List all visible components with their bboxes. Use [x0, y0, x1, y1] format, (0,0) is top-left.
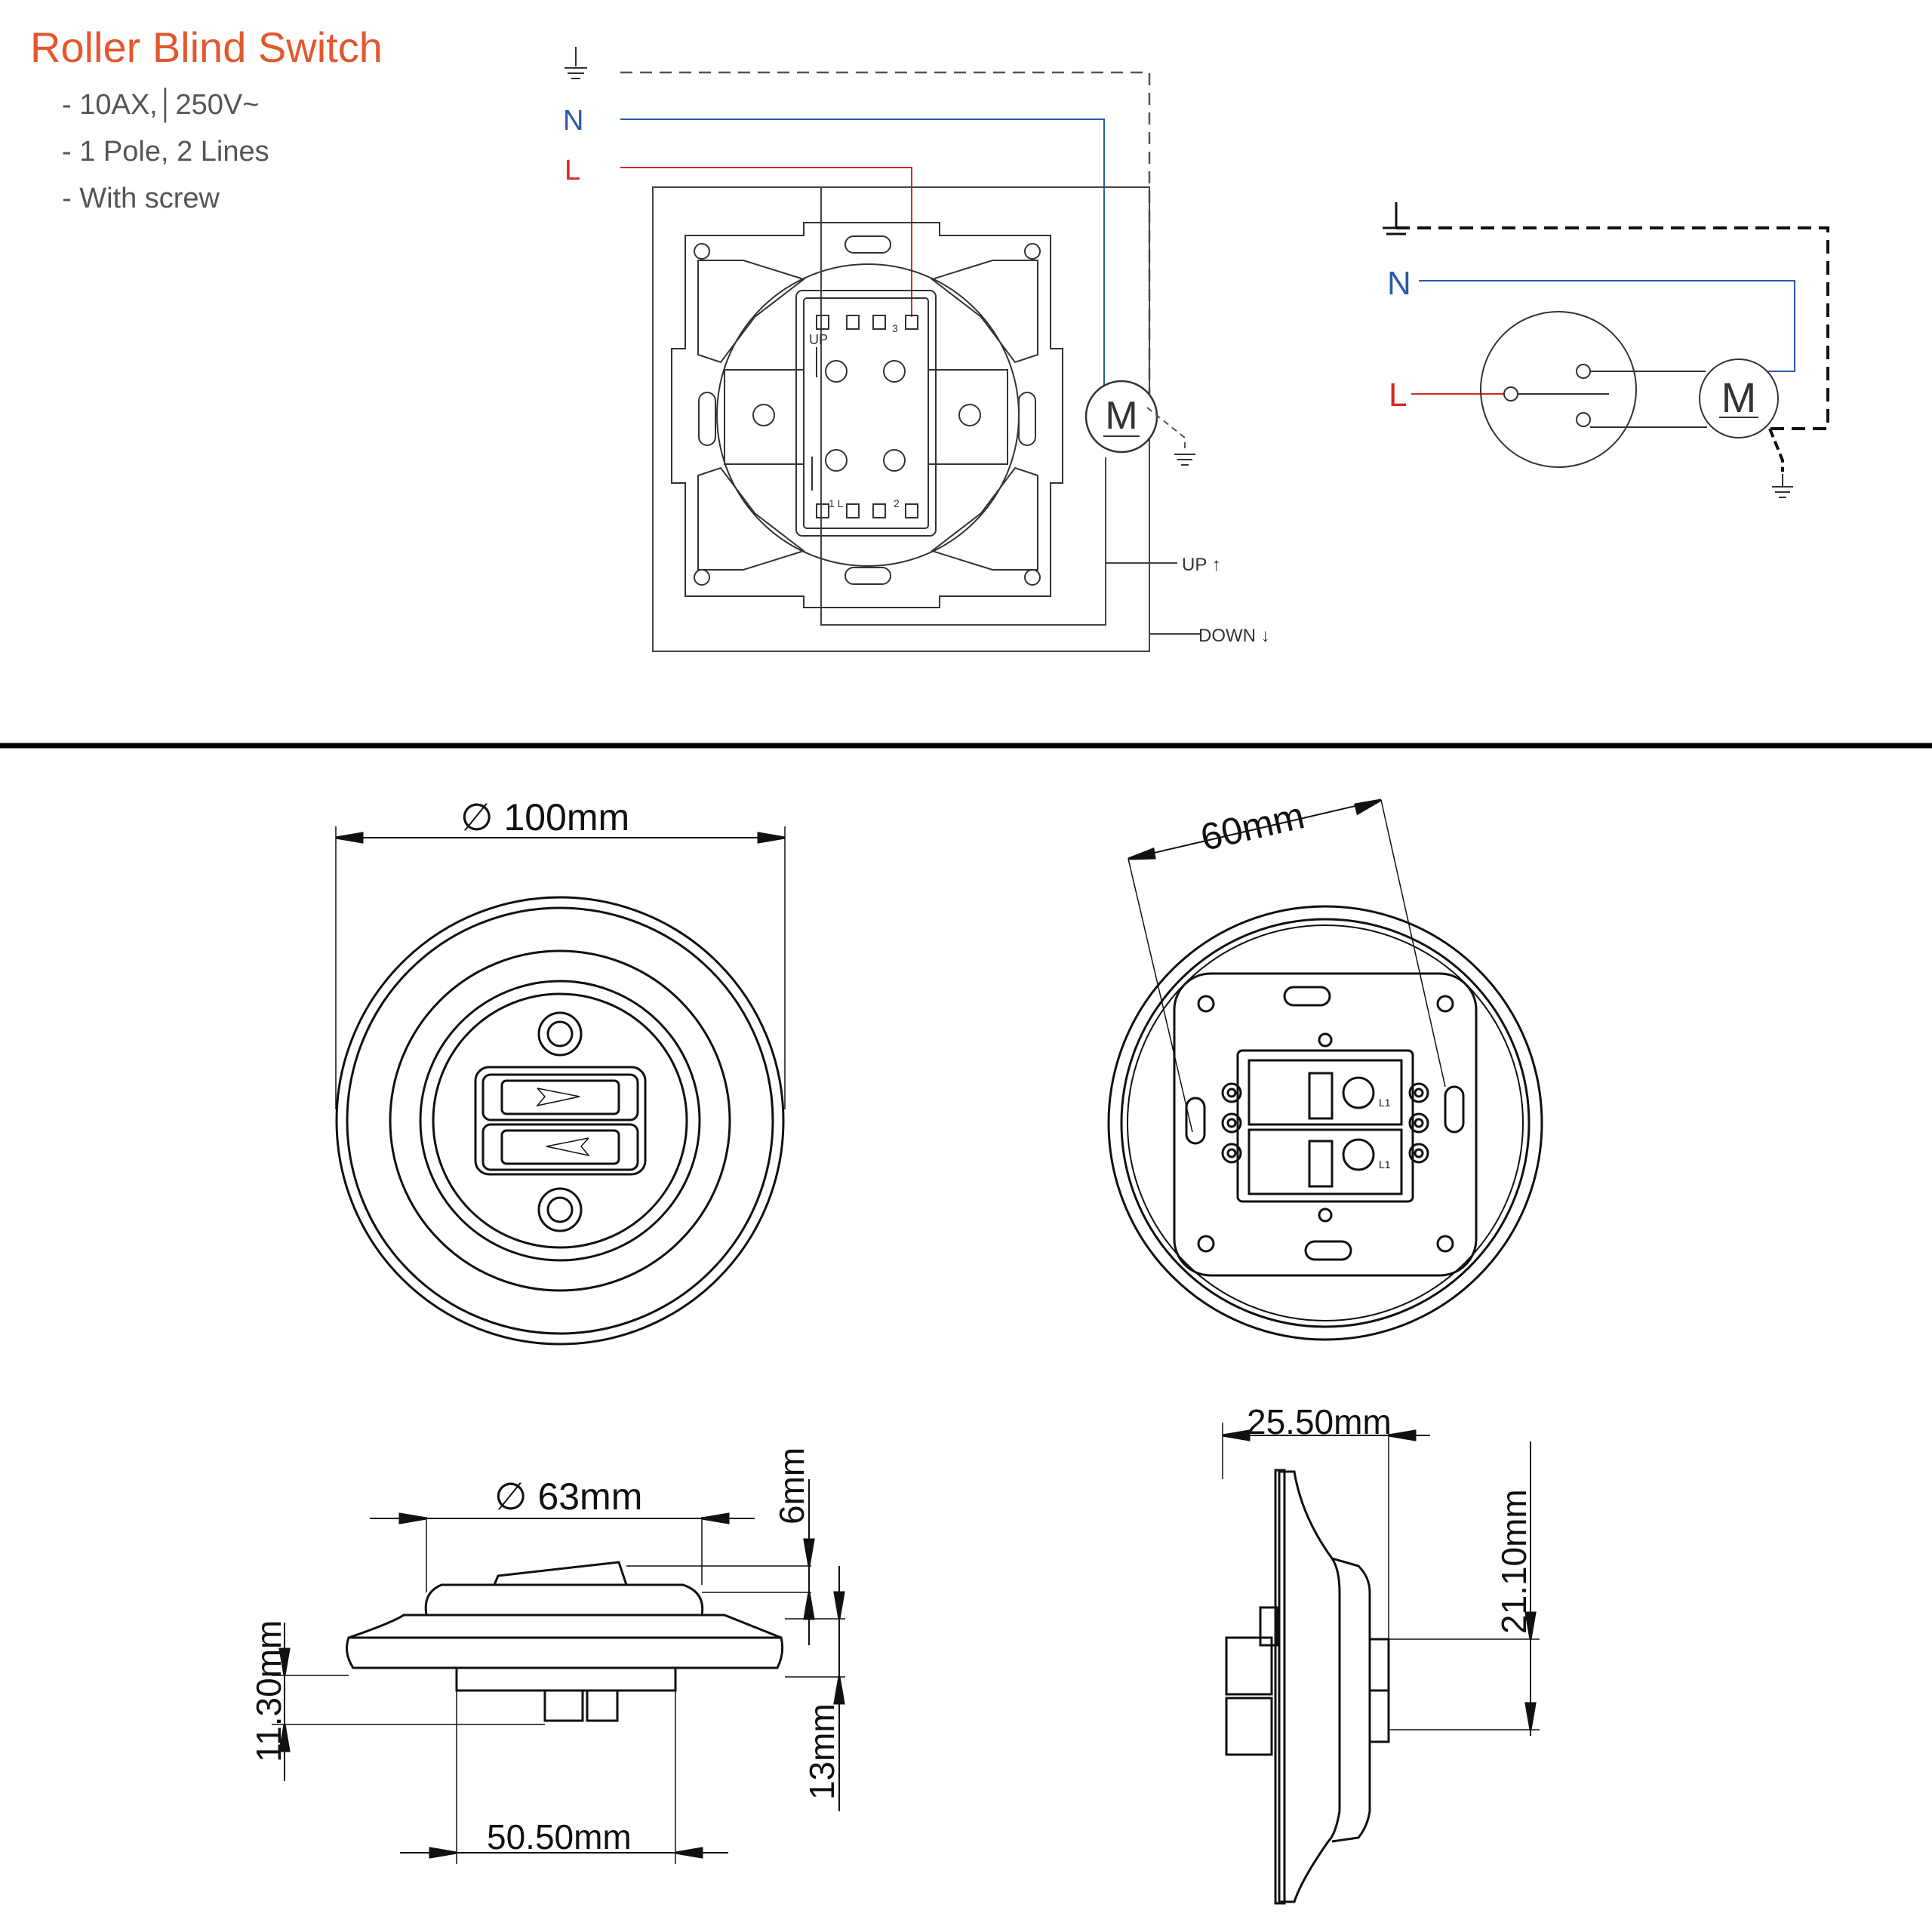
schematic-motor-earth-icon	[1772, 474, 1793, 498]
outer-frame	[652, 186, 1150, 652]
schematic-neutral-label: N	[1387, 265, 1411, 302]
schematic-neutral-wire	[1419, 280, 1795, 372]
earth-icon	[565, 47, 587, 79]
dim-cap-diameter: ∅ 63mm	[494, 1475, 642, 1518]
spec-rating: - 10AX,│250V~	[62, 89, 260, 121]
side-profile-view	[272, 1479, 845, 1864]
back-terminal-label-1: L1	[1379, 1097, 1391, 1109]
up-label: UP ↑	[1182, 555, 1221, 575]
wiring-live-label: L	[565, 155, 580, 186]
wiring-neutral-label: N	[563, 105, 583, 137]
motor-earth-icon	[1174, 454, 1195, 466]
mounting-plate	[671, 222, 1063, 608]
product-title: Roller Blind Switch	[30, 23, 383, 71]
dim-insert-height: 13mm	[802, 1703, 841, 1800]
motor-circle	[1084, 380, 1158, 454]
schematic-motor-label: M	[1721, 374, 1757, 421]
dim-cap-height: 6mm	[772, 1447, 811, 1524]
live-wire	[620, 167, 912, 317]
neutral-wire	[620, 118, 1105, 385]
dim-side-height: 21.10mm	[1494, 1489, 1534, 1634]
spec-screw: - With screw	[62, 183, 220, 214]
terminal-3-label: 3	[892, 322, 898, 334]
dim-base-height: 11.30mm	[249, 1620, 288, 1762]
down-label: DOWN ↓	[1198, 626, 1270, 646]
schematic-switch	[1480, 311, 1637, 468]
back-view	[1107, 798, 1543, 1341]
wiring-diagram: N L UP ↑ DOWN ↓ M	[563, 47, 1270, 652]
back-terminal-label-2: L1	[1379, 1158, 1391, 1171]
dim-front-diameter: ∅ 100mm	[460, 796, 629, 838]
dim-insert-width: 50.50mm	[487, 1817, 632, 1857]
up-wire	[820, 187, 1106, 626]
switch-insert	[724, 290, 1008, 537]
schematic: N L M	[1383, 202, 1829, 498]
terminal-1l-label: 1 L	[829, 497, 844, 509]
motor-label: M	[1105, 394, 1137, 438]
dim-side-depth: 25.50mm	[1247, 1402, 1392, 1441]
schematic-earth-wire	[1396, 226, 1829, 430]
terminal-2-label: 2	[894, 497, 900, 509]
earth-wire	[620, 71, 1151, 408]
spec-poles: - 1 Pole, 2 Lines	[62, 136, 269, 168]
side-view	[1222, 1423, 1540, 1905]
schematic-live-label: L	[1389, 377, 1407, 414]
terminal-up-label: UP	[809, 332, 828, 347]
front-view	[335, 826, 786, 1346]
dim-back-width: 60mm	[1196, 794, 1308, 859]
